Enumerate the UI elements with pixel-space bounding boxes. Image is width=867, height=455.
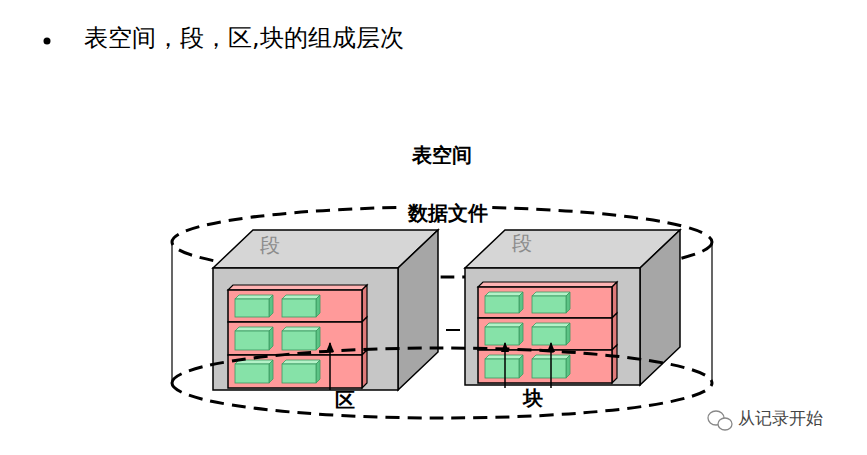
bullet xyxy=(44,38,51,45)
data-block xyxy=(282,295,320,317)
data-block xyxy=(235,360,273,383)
segment-label: 段 xyxy=(260,233,280,257)
segment-cube xyxy=(465,230,680,385)
data-block xyxy=(485,355,523,378)
watermark: 从记录开始 xyxy=(738,408,823,428)
data-block xyxy=(532,292,570,313)
extent-label: 区 xyxy=(335,388,355,412)
segment-cube: 段 xyxy=(213,228,438,268)
tablespace-cylinder-bottom xyxy=(172,348,712,418)
segment-cube xyxy=(213,230,438,390)
data-block xyxy=(282,327,320,350)
segment-label: 段 xyxy=(512,231,532,255)
data-block xyxy=(235,295,273,317)
extent-layers xyxy=(478,282,617,383)
data-block xyxy=(235,327,273,350)
wechat-icon xyxy=(708,411,732,430)
block-label: 块 xyxy=(523,386,543,410)
data-block xyxy=(282,360,320,383)
tablespace-cylinder: 表空间数据文件段段 xyxy=(172,140,712,425)
title: 表空间，段，区,块的组成层次 xyxy=(84,24,404,53)
datafile-label: 数据文件 xyxy=(404,201,492,225)
tablespace-heading: 表空间 xyxy=(412,143,472,167)
data-block xyxy=(485,323,523,345)
data-block xyxy=(485,292,523,313)
segment-cube: 段 xyxy=(465,226,680,266)
data-block xyxy=(532,323,570,345)
leader-arrows xyxy=(330,343,551,390)
extent-layers xyxy=(228,285,367,388)
